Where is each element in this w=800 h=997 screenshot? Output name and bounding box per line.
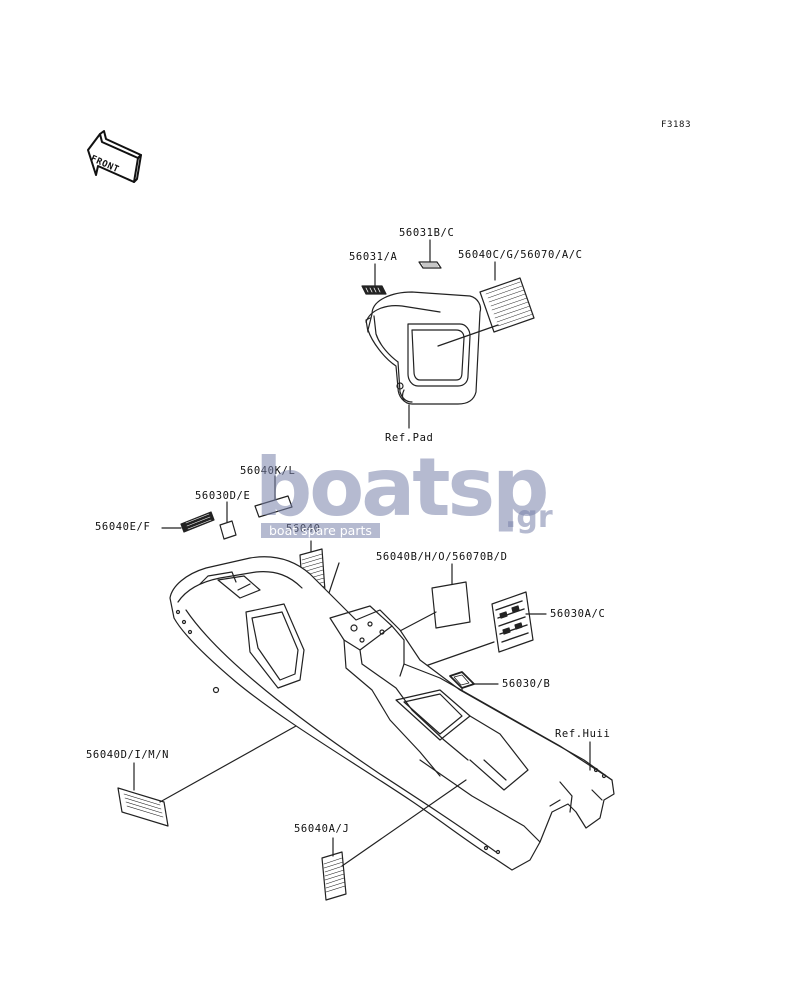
decal-56030ac (413, 591, 547, 671)
label-56040bh: 56040B/H/O/56070B/D (376, 551, 508, 563)
label-56031bc: 56031B/C (399, 227, 455, 239)
figure-code: F3183 (661, 120, 692, 130)
label-56040cg: 56040C/G/56070/A/C (458, 249, 583, 261)
hull-part (169, 556, 615, 871)
front-arrow-icon (87, 130, 142, 183)
label-56040aj: 56040A/J (294, 823, 350, 835)
decal-56040bh (397, 563, 471, 633)
label-ref-pad: Ref.Pad (385, 432, 434, 444)
decal-56030de (219, 501, 237, 540)
label-56040dimn: 56040D/I/M/N (86, 749, 170, 761)
label-56030ac: 56030A/C (550, 608, 606, 620)
decal-56040ef (161, 511, 215, 533)
decal-56031a (361, 263, 387, 295)
label-56040: 56040 (286, 523, 321, 535)
decal-56031bc (418, 239, 442, 269)
pad-part (365, 291, 482, 429)
label-ref-hull: Ref.Huii (555, 728, 611, 740)
decal-56040kl (254, 475, 293, 518)
label-56040kl: 56040K/L (240, 465, 296, 477)
label-56040ef: 56040E/F (95, 521, 151, 533)
label-56030de: 56030D/E (195, 490, 251, 502)
label-56031a: 56031/A (349, 251, 398, 263)
decal-56040aj (321, 779, 467, 901)
decal-56040cg (437, 261, 535, 347)
decal-56040dimn (117, 725, 297, 827)
label-56030b: 56030/B (502, 678, 551, 690)
